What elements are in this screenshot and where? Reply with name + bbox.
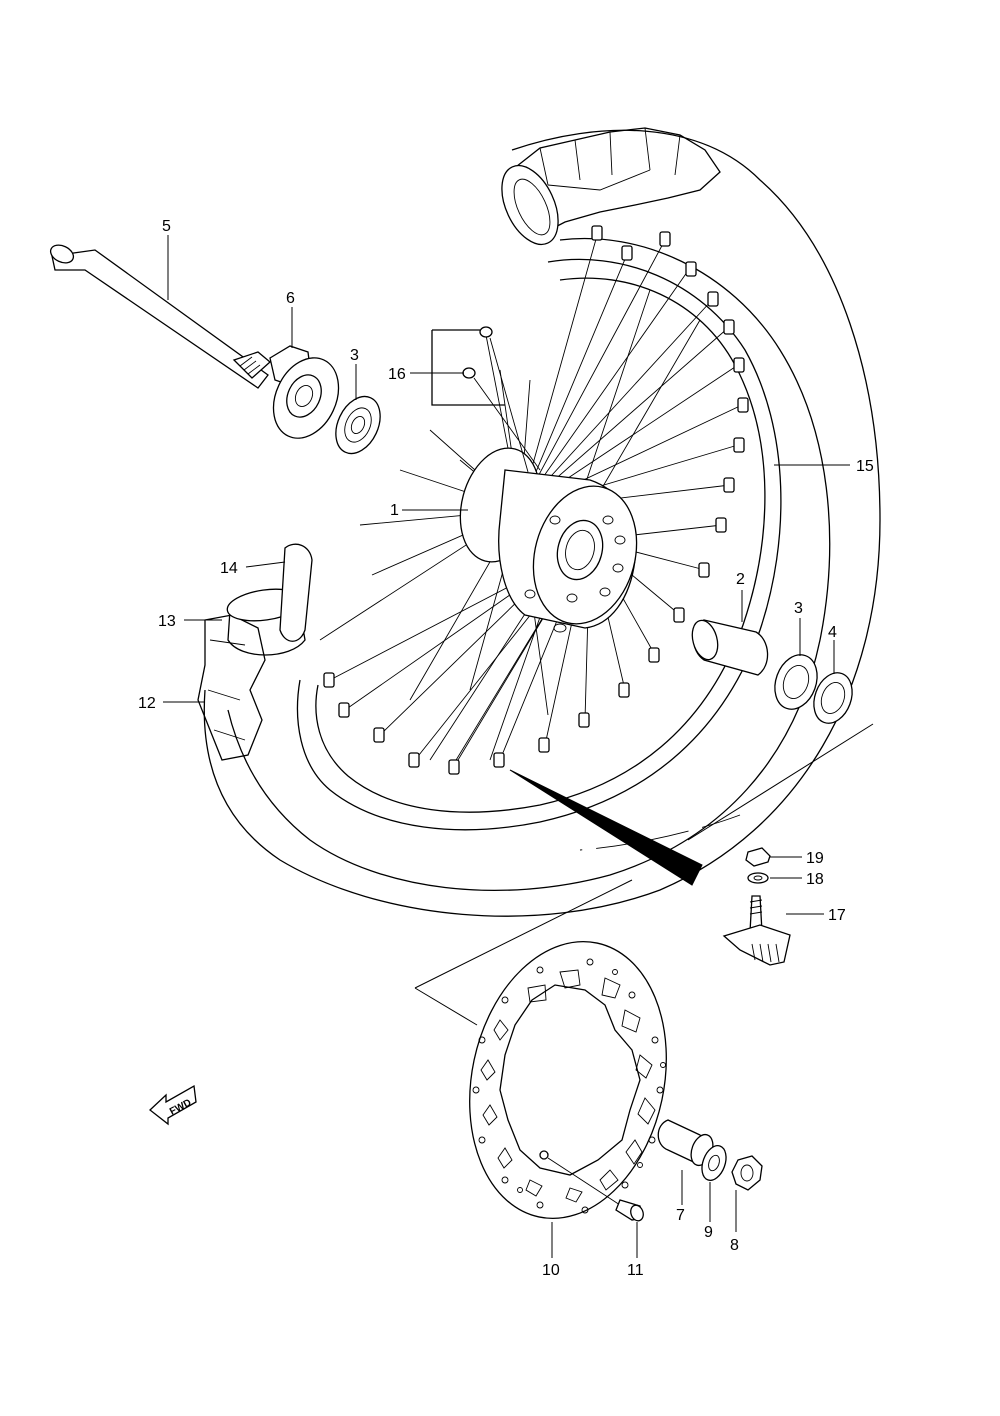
hub [459,447,638,633]
rim-lock [722,895,791,966]
callout-6: 6 [286,290,295,307]
callout-19: 19 [806,850,824,867]
brake-disc [469,940,667,1220]
callout-2: 2 [736,571,745,588]
oil-seal [813,672,853,724]
callout-18: 18 [806,871,824,888]
callout-13: 13 [158,613,176,630]
callout-15: 15 [856,458,874,475]
callout-labels: 1 2 3 3 4 5 6 7 8 9 10 11 12 13 14 15 16… [138,218,874,1279]
valve-group [431,326,541,473]
callout-16: 16 [388,366,406,383]
callout-3-left: 3 [350,347,359,364]
callout-7: 7 [676,1207,685,1224]
callout-12: 12 [138,695,156,712]
callout-1: 1 [390,502,399,519]
axle-nut [731,1155,763,1191]
callout-5: 5 [162,218,171,235]
axle-washer [701,1145,727,1181]
callout-4: 4 [828,624,837,641]
bearing-right [774,654,818,710]
callout-9: 9 [704,1224,713,1241]
callout-10: 10 [542,1262,560,1279]
callout-14: 14 [220,560,238,577]
callout-11: 11 [627,1262,644,1279]
fwd-arrow-icon: FWD [149,1084,197,1126]
valve-nut [745,847,771,867]
callout-8: 8 [730,1237,739,1254]
valve-washer [747,872,769,884]
direction-pointer [509,769,703,886]
disc-bolt [547,1157,644,1222]
callout-17: 17 [828,907,846,924]
bearing-left [335,395,381,455]
axle [49,244,271,389]
spacer-right [691,619,769,676]
axis-line [414,723,874,1026]
speedometer-gearbox [269,345,340,439]
callout-3-right: 3 [794,600,803,617]
leader-lines [163,235,850,1258]
